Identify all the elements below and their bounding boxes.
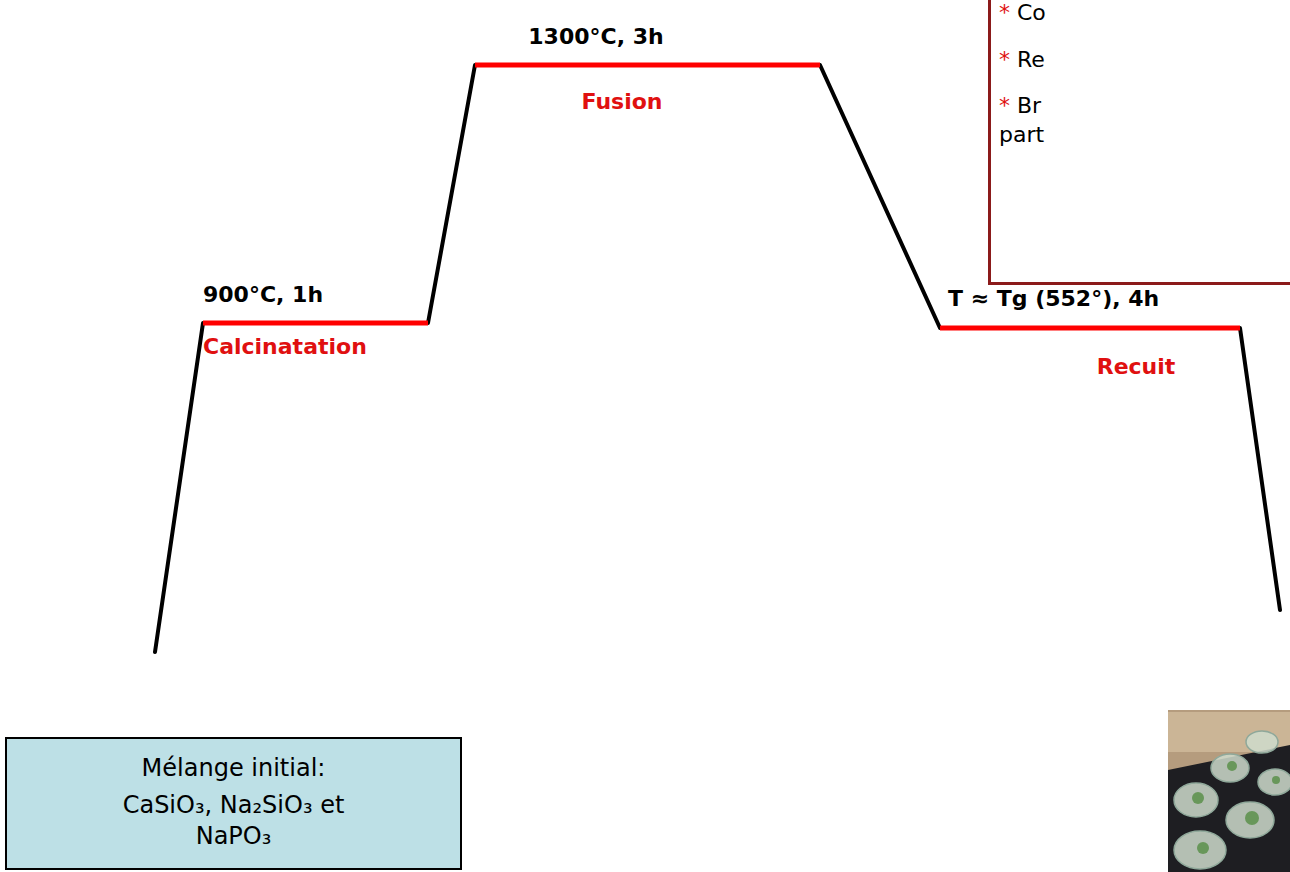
glass-bead bbox=[1211, 754, 1249, 782]
photo-table bbox=[1168, 712, 1290, 752]
ramp-line bbox=[428, 65, 475, 323]
glass-bead bbox=[1246, 731, 1278, 753]
glass-bead bbox=[1174, 783, 1218, 817]
note-text: Co bbox=[1010, 0, 1046, 25]
glass-bead bbox=[1226, 802, 1274, 838]
ramp-line bbox=[1240, 328, 1280, 610]
glass-beads bbox=[1174, 731, 1290, 869]
bullet-star: * bbox=[999, 47, 1010, 72]
plateau-line bbox=[203, 321, 428, 326]
glass-photo bbox=[1168, 710, 1290, 872]
inclusion bbox=[1245, 811, 1259, 825]
plateau-line bbox=[475, 63, 820, 68]
note-item: * Co bbox=[999, 0, 1290, 28]
bead-inclusions bbox=[1192, 761, 1280, 854]
plateau-line bbox=[940, 326, 1240, 331]
note-text: Re bbox=[1010, 47, 1045, 72]
temperature-label: T ≈ Tg (552°), 4h bbox=[948, 286, 1159, 311]
stage-label: Calcinatation bbox=[203, 334, 367, 359]
note-item: * Re bbox=[999, 46, 1290, 75]
temperature-label: 900°C, 1h bbox=[203, 282, 323, 307]
box-heading: Mélange initial: bbox=[7, 753, 460, 784]
notes-box: * Co* Re* Br part bbox=[988, 0, 1290, 285]
start-box: Mélange initial: CaSiO₃, Na₂SiO₃ et NaPO₃ bbox=[5, 737, 462, 870]
glass-bead bbox=[1174, 831, 1226, 869]
temperature-label: 1300°C, 3h bbox=[528, 24, 663, 49]
bullet-star: * bbox=[999, 93, 1010, 118]
inclusion bbox=[1227, 761, 1237, 771]
stage-label: Recuit bbox=[1097, 354, 1176, 379]
inclusion bbox=[1192, 792, 1204, 804]
composition-text: CaSiO₃, Na₂SiO₃ et NaPO₃ bbox=[84, 790, 384, 852]
inclusion bbox=[1197, 842, 1209, 854]
glass-bead bbox=[1258, 769, 1290, 795]
inclusion bbox=[1272, 776, 1280, 784]
bullet-star: * bbox=[999, 0, 1010, 25]
stage-label: Fusion bbox=[581, 89, 662, 114]
note-item: * Br part bbox=[999, 92, 1061, 149]
ramp-line bbox=[155, 323, 203, 652]
ramp-line bbox=[820, 65, 940, 328]
photo-cloth bbox=[1168, 745, 1290, 872]
